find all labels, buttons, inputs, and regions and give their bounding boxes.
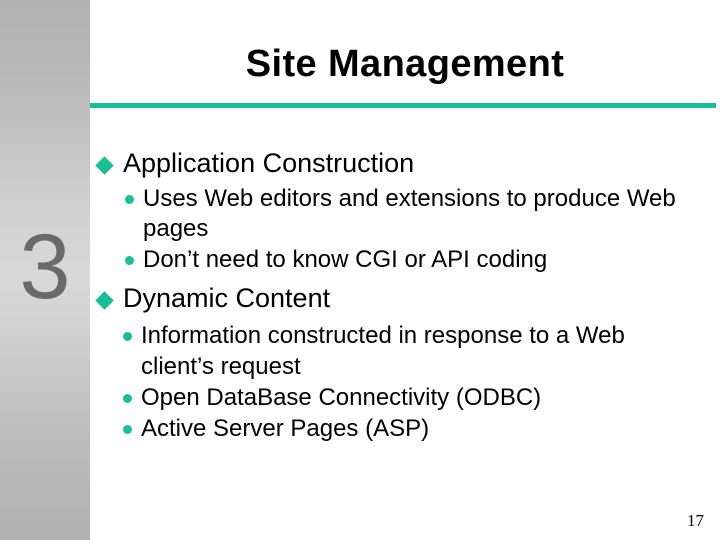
bullet-level2-label: Don’t need to know CGI or API coding — [143, 246, 548, 274]
bullet-level2: Information constructed in response to a… — [96, 321, 702, 381]
dot-bullet-icon — [125, 256, 134, 266]
bullet-level2-label: Active Server Pages (ASP) — [141, 415, 430, 443]
slide-body: Application Construction Uses Web editor… — [95, 148, 702, 450]
diamond-bullet-icon — [95, 156, 114, 175]
dot-bullet-icon — [125, 194, 134, 204]
bullet-level2-label: Open DataBase Connectivity (ODBC) — [141, 383, 542, 411]
bullet-level1-label: Application Construction — [123, 148, 415, 178]
bullet-group: Dynamic Content Information constructed … — [95, 282, 702, 445]
bullet-group: Application Construction Uses Web editor… — [95, 148, 702, 276]
slide-title: Site Management — [245, 43, 565, 85]
bullet-level2-label: Information constructed in response to a… — [141, 322, 625, 380]
dot-bullet-icon — [123, 393, 132, 403]
sidebar-slide-number: 3 — [19, 216, 71, 318]
dot-bullet-icon — [123, 332, 132, 342]
slide-sidebar-band — [0, 0, 90, 540]
diamond-bullet-icon — [95, 290, 114, 310]
bullet-level2: Open DataBase Connectivity (ODBC) — [96, 383, 702, 413]
bullet-level2: Don’t need to know CGI or API coding — [96, 245, 702, 275]
bullet-level1: Application Construction — [95, 148, 702, 180]
bullet-level2-label: Uses Web editors and extensions to produ… — [143, 184, 676, 243]
title-underline-rule — [90, 103, 716, 108]
bullet-level1: Dynamic Content — [95, 282, 702, 315]
slide-page-number: 17 — [687, 511, 704, 530]
bullet-sublist: Uses Web editors and extensions to produ… — [96, 184, 702, 276]
bullet-level2: Active Server Pages (ASP) — [96, 414, 702, 444]
bullet-sublist: Information constructed in response to a… — [96, 321, 702, 444]
bullet-level2: Uses Web editors and extensions to produ… — [96, 184, 702, 244]
dot-bullet-icon — [123, 425, 132, 435]
bullet-level1-label: Dynamic Content — [123, 282, 331, 313]
